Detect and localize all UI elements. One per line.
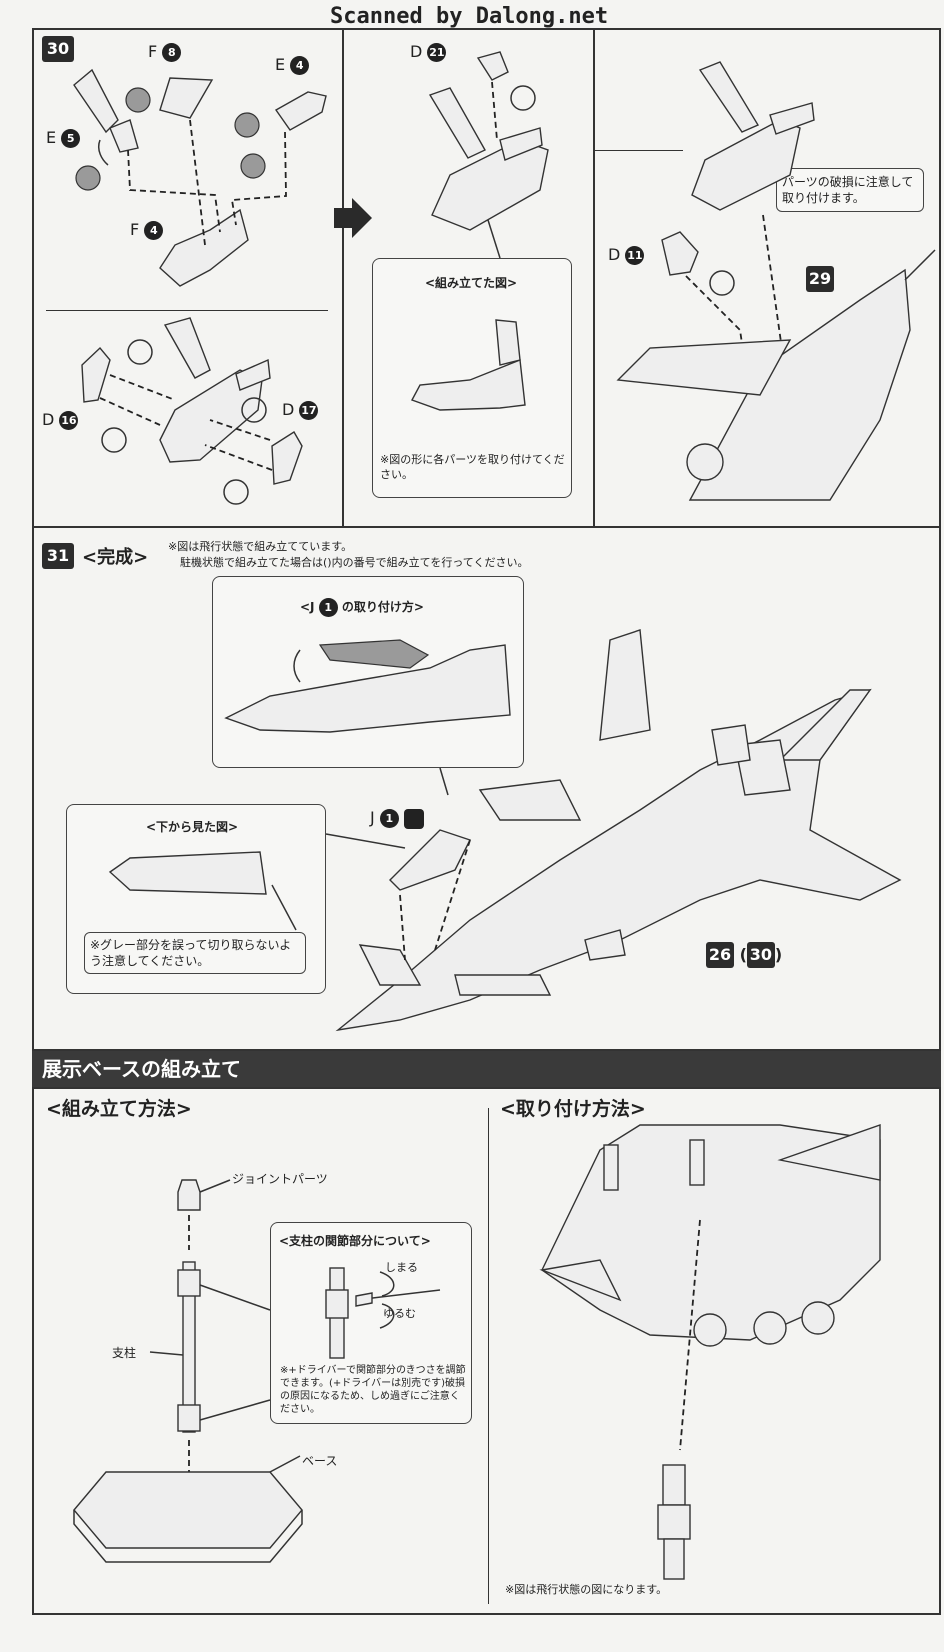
ref-29: 29: [806, 266, 834, 292]
j1-attach-title: <J 1 の取り付け方>: [300, 598, 424, 617]
joint-part: [177, 1179, 201, 1211]
screwdriver-icon: [355, 1292, 373, 1307]
engine: [711, 724, 751, 766]
label-e4: E 4: [275, 55, 310, 75]
part-d17: [271, 431, 303, 485]
part-d21: [476, 51, 509, 81]
bottom-view-note-box: [84, 932, 306, 974]
part-f4: [159, 208, 249, 287]
left-wing-underside: [539, 1259, 622, 1302]
joint-box: [270, 1222, 472, 1424]
label-f4: F 4: [130, 220, 164, 240]
joint-parts-label: ジョイントパーツ: [232, 1172, 328, 1186]
label-d16: D 16: [42, 410, 79, 430]
label-d21: D 21: [410, 42, 447, 62]
wing: [616, 339, 792, 396]
cut-icon: [403, 808, 424, 829]
watermark: Scanned by Dalong.net: [330, 4, 609, 29]
base-label: ベース: [302, 1454, 338, 1468]
base-banner: 展示ベースの組み立て: [32, 1051, 941, 1087]
bottom-view-title: <下から見た図>: [146, 820, 239, 834]
label-d17: D 17: [282, 400, 319, 420]
display-base: [73, 1471, 303, 1549]
label-d11: D 11: [608, 245, 645, 265]
step-31-number: 31: [42, 543, 74, 569]
divider: [488, 1108, 489, 1604]
left-wing: [478, 779, 582, 821]
canopy-part: [318, 639, 430, 669]
cut-icon: [709, 270, 735, 296]
cockpit-with-d21: [431, 139, 549, 231]
engine-nozzle: [693, 1313, 727, 1347]
base-frame: [32, 1087, 941, 1615]
flight-note: ※図は飛行状態の図になります。: [505, 1583, 668, 1596]
step-31-note-2: 駐機状態で組み立てた場合は()内の番号で組み立てを行ってください。: [180, 556, 529, 569]
assembled-view-note: ※図の形に各パーツを取り付けてください。: [380, 453, 565, 481]
assembled-cockpit: [159, 369, 263, 463]
engine-nozzle: [801, 1301, 835, 1335]
glue-icon: [240, 153, 266, 179]
assembled-small: [411, 359, 526, 411]
assembled-view-box: [372, 258, 572, 498]
label-j1: J 1: [370, 808, 424, 829]
canard: [358, 944, 422, 986]
step-30-drawings: [73, 51, 936, 505]
driver-note: ※+ドライバーで関節部分のきつさを調節できます。(+ドライバーは別売です)破損の…: [280, 1365, 466, 1415]
caution-text: パーツの破損に注意して取り付けます。: [782, 175, 914, 205]
arrow-icon: [334, 198, 372, 238]
step-31-note-1: ※図は飛行状態で組み立てています。: [168, 540, 353, 553]
part-f8: [159, 77, 214, 119]
divider: [593, 28, 595, 528]
wheel: [686, 443, 724, 481]
stand-tip: [662, 1464, 686, 1506]
canopy-bottom-view: [108, 851, 267, 895]
loosen-label: ゆるむ: [383, 1307, 416, 1320]
missile: [584, 929, 626, 961]
part-d11: [661, 231, 699, 276]
step-31-drawings: [108, 629, 902, 1032]
glue-icon: [125, 87, 151, 113]
cut-icon: [510, 85, 536, 111]
glue-icon: [75, 165, 101, 191]
label-f8: F 8: [148, 42, 182, 62]
pillar-label: 支柱: [112, 1346, 137, 1360]
label-e5: E 5: [46, 128, 81, 148]
j1-aircraft: [224, 644, 511, 733]
engine-nozzle: [753, 1311, 787, 1345]
joint-box-title: <支柱の関節部分について>: [279, 1234, 431, 1248]
aircraft-underside: [541, 1124, 881, 1341]
step-31-frame: [32, 526, 941, 1051]
part-e4: [274, 91, 327, 131]
caution-callout: [776, 168, 924, 212]
tighten-label: しまる: [385, 1261, 418, 1274]
cockpit-right: [691, 119, 801, 211]
divider: [342, 28, 344, 528]
mount-heading: <取り付け方法>: [500, 1098, 646, 1120]
vertical-tail: [599, 629, 651, 741]
cut-icons: [101, 339, 267, 505]
glue-icon: [234, 112, 260, 138]
missile: [603, 1144, 619, 1191]
right-wing-underside: [777, 1124, 881, 1181]
divider: [46, 310, 328, 311]
step-30-number: 30: [42, 36, 74, 62]
step-31-title: <完成>: [82, 547, 149, 568]
seat-part-e5: [73, 68, 139, 166]
part-d16: [81, 346, 111, 403]
canopy-j1: [389, 829, 471, 891]
assembled-view-title: <組み立てた図>: [425, 276, 518, 290]
ref-26-30: 26 (30): [706, 942, 782, 968]
missile: [689, 1139, 705, 1186]
lower-wing: [454, 974, 552, 996]
vertical-tail: [778, 689, 872, 761]
pillar: [182, 1261, 196, 1433]
bottom-view-note: ※グレー部分を誤って切り取らないよう注意してください。: [90, 938, 292, 968]
assembly-heading: <組み立て方法>: [46, 1098, 192, 1120]
divider: [593, 150, 683, 151]
